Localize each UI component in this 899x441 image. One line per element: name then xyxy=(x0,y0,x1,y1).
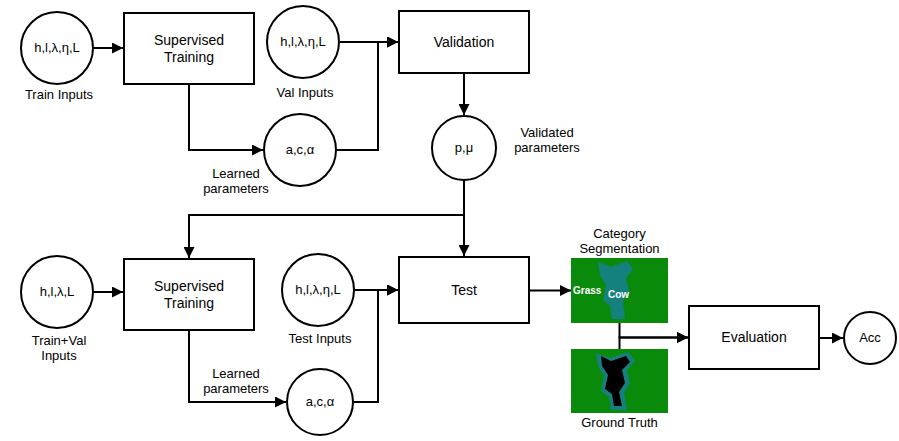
data-circle: h,l,λ,LTrain+Val Inputs xyxy=(20,255,94,329)
data-circle: h,l,λ,η,LTest Inputs xyxy=(281,253,355,327)
caption-label: Train Inputs xyxy=(24,88,94,103)
node-label: Acc xyxy=(859,331,881,346)
node-label: h,l,λ,η,L xyxy=(280,35,326,50)
data-circle: h,l,λ,η,LTrain Inputs xyxy=(20,11,94,85)
data-circle: a,c,αLearned parameters xyxy=(286,368,354,436)
flow-arrow xyxy=(94,47,123,49)
image-panel: Category SegmentationGrassCow xyxy=(571,258,668,323)
flow-arrow xyxy=(820,337,843,339)
grass-region xyxy=(571,258,668,323)
caption-label: Validated parameters xyxy=(506,126,588,156)
caption-label: Val Inputs xyxy=(270,86,340,101)
flow-arrow xyxy=(620,338,689,350)
flow-arrow xyxy=(463,181,465,256)
flow-arrow xyxy=(354,290,398,402)
flow-arrow xyxy=(189,331,286,402)
flow-arrow xyxy=(189,85,263,150)
node-label: h,l,λ,η,L xyxy=(34,41,80,56)
node-label: h,l,λ,η,L xyxy=(295,283,341,298)
flow-arrow xyxy=(94,291,123,293)
node-label: Supervised Training xyxy=(139,32,239,64)
flow-arrow xyxy=(530,290,571,292)
image-panel: Ground Truth xyxy=(571,349,668,413)
caption-label: Train+Val Inputs xyxy=(16,334,102,364)
caption-label: Learned parameters xyxy=(200,167,272,197)
node-label: p,μ xyxy=(455,141,473,156)
caption-label: Learned parameters xyxy=(200,367,272,397)
flow-arrow xyxy=(337,42,398,150)
node-label: Test xyxy=(451,282,477,298)
process-box: Supervised Training xyxy=(123,12,255,85)
process-box: Supervised Training xyxy=(123,258,255,331)
cow-region xyxy=(598,261,633,319)
caption-label: Ground Truth xyxy=(560,416,679,431)
node-label: Supervised Training xyxy=(139,278,239,310)
data-circle: h,l,λ,η,LVal Inputs xyxy=(266,5,340,79)
cow-truth-outline xyxy=(601,356,630,406)
data-circle: a,c,αLearned parameters xyxy=(263,113,337,187)
flow-arrow xyxy=(463,74,465,115)
grass-region xyxy=(571,349,668,413)
caption-label: Category Segmentation xyxy=(562,227,677,257)
node-label: Validation xyxy=(434,34,494,50)
cow-truth-region xyxy=(596,352,635,410)
process-box: Test xyxy=(398,256,530,324)
data-circle: p,μValidated parameters xyxy=(431,115,497,181)
node-label: Evaluation xyxy=(721,329,786,345)
node-label: a,c,α xyxy=(286,143,314,158)
process-box: Evaluation xyxy=(688,305,820,370)
caption-label: Cow xyxy=(608,289,630,301)
node-label: h,l,λ,L xyxy=(40,285,75,300)
caption-label: Test Inputs xyxy=(285,332,355,347)
caption-label: Grass xyxy=(573,285,607,297)
node-label: a,c,α xyxy=(306,395,334,410)
data-circle: Acc xyxy=(843,311,897,365)
flow-arrow xyxy=(620,323,689,338)
process-box: Validation xyxy=(398,10,530,74)
